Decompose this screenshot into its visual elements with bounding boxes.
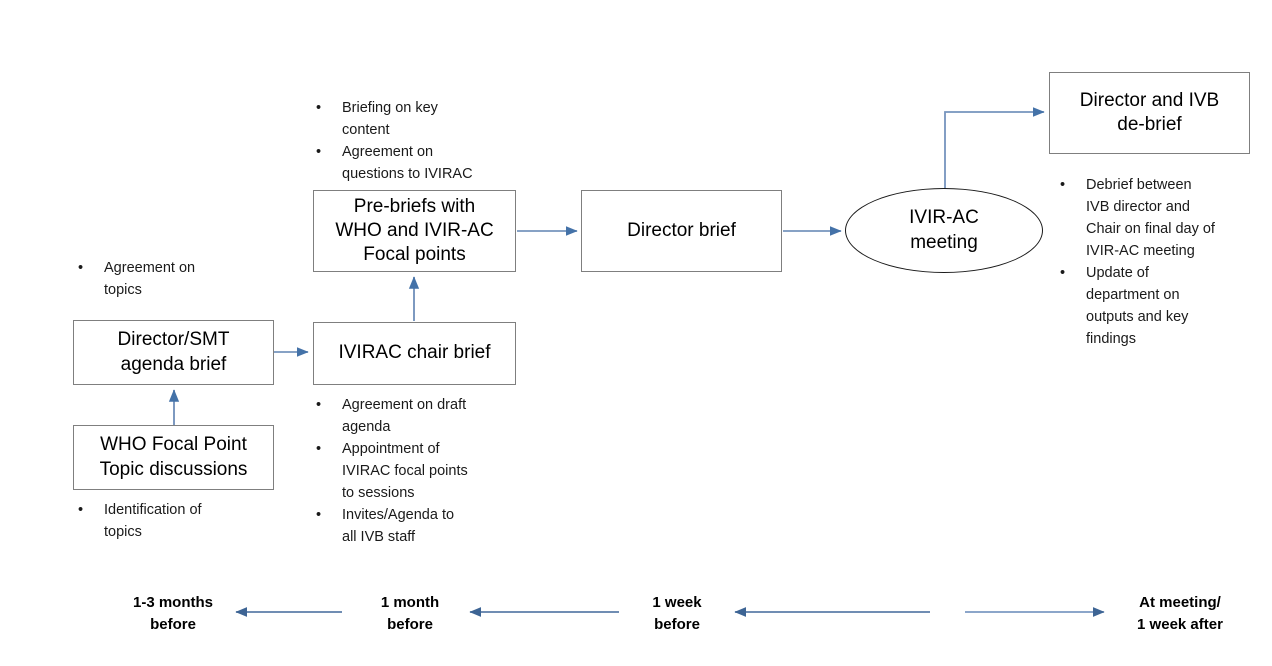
bullet-item: • Briefing on key content	[316, 97, 531, 141]
node-ivirac-chair-brief-label: IVIRAC chair brief	[338, 342, 491, 364]
bullet-item: • Update of department on outputs and ke…	[1060, 262, 1260, 350]
bullet-text: Agreement on draft agenda	[342, 397, 467, 436]
annotation-debrief-bullets: • Debrief between IVB director and Chair…	[1060, 174, 1260, 350]
bullet-glyph-icon: •	[316, 441, 322, 458]
timeline-label-at-meeting: At meeting/ 1 week after	[1137, 594, 1223, 633]
bullet-glyph-icon: •	[1060, 265, 1066, 282]
bullet-text: Appointment of IVIRAC focal points to se…	[342, 441, 468, 502]
annotation-who-focal-point-bullets: • Identification of topics	[78, 499, 288, 543]
bullet-item: • Identification of topics	[78, 499, 288, 543]
bullet-glyph-icon: •	[316, 507, 322, 524]
connector-meeting-to-debrief	[944, 107, 1045, 190]
node-director-smt-agenda-brief[interactable]: Director/SMT agenda brief	[73, 320, 274, 385]
bullet-item: • Invites/Agenda to all IVB staff	[316, 504, 531, 548]
node-director-brief-label: Director brief	[627, 219, 736, 241]
bullet-text: Agreement on questions to IVIRAC	[342, 144, 473, 183]
timeline-label-1-week: 1 week before	[652, 594, 702, 633]
bullet-glyph-icon: •	[78, 260, 84, 276]
bullet-text: Update of department on outputs and key …	[1086, 265, 1189, 348]
timeline-label-1-3-months: 1-3 months before	[132, 594, 213, 633]
node-ivir-ac-meeting-label: IVIR-AC meeting	[909, 206, 979, 253]
timeline-label-1-month: 1 month before	[380, 594, 440, 633]
bullet-item: • Agreement on questions to IVIRAC	[316, 141, 531, 185]
bullet-glyph-icon: •	[78, 502, 84, 518]
bullet-item: • Agreement on topics	[78, 257, 288, 301]
annotation-director-smt-bullets: • Agreement on topics	[78, 257, 288, 301]
node-who-focal-point[interactable]: WHO Focal Point Topic discussions	[73, 425, 274, 490]
bullet-item: • Appointment of IVIRAC focal points to …	[316, 438, 531, 504]
node-director-brief[interactable]: Director brief	[581, 190, 782, 272]
node-pre-briefs-label: Pre-briefs with WHO and IVIR-AC Focal po…	[335, 195, 494, 266]
bullet-text: Briefing on key content	[342, 100, 438, 139]
node-director-ivb-debrief[interactable]: Director and IVB de-brief	[1049, 72, 1250, 154]
bullet-text: Identification of topics	[104, 502, 202, 541]
bullet-text: Debrief between IVB director and Chair o…	[1086, 177, 1215, 260]
annotation-pre-briefs-bullets: • Briefing on key content • Agreement on…	[316, 97, 531, 185]
bullet-glyph-icon: •	[316, 144, 322, 161]
node-who-focal-point-label: WHO Focal Point Topic discussions	[99, 434, 248, 480]
node-director-ivb-debrief-label: Director and IVB de-brief	[1079, 89, 1220, 135]
bullet-glyph-icon: •	[1060, 177, 1066, 193]
node-ivir-ac-meeting[interactable]: IVIR-AC meeting	[845, 188, 1043, 273]
bullet-text: Agreement on topics	[104, 260, 196, 299]
node-pre-briefs[interactable]: Pre-briefs with WHO and IVIR-AC Focal po…	[313, 190, 516, 272]
bullet-glyph-icon: •	[316, 397, 322, 413]
bullet-item: • Debrief between IVB director and Chair…	[1060, 174, 1260, 262]
node-director-smt-agenda-brief-label: Director/SMT agenda brief	[117, 329, 230, 375]
node-ivirac-chair-brief[interactable]: IVIRAC chair brief	[313, 322, 516, 385]
bullet-glyph-icon: •	[316, 100, 322, 116]
bullet-text: Invites/Agenda to all IVB staff	[342, 507, 455, 546]
bullet-item: • Agreement on draft agenda	[316, 394, 531, 438]
annotation-ivirac-chair-bullets: • Agreement on draft agenda • Appointmen…	[316, 394, 531, 548]
